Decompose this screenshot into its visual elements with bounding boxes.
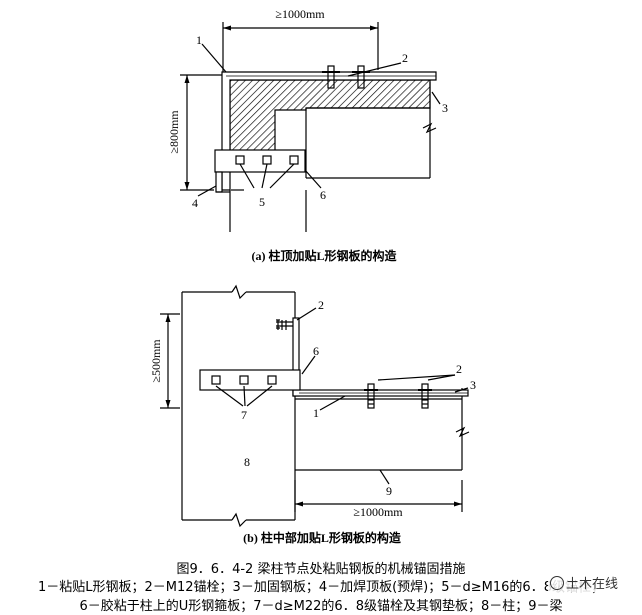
fig-b-label-2-lower: 2 (456, 362, 462, 376)
watermark-logo-icon (550, 576, 564, 590)
watermark-text: 土木在线 (566, 577, 619, 592)
fig-b-label-3: 3 (470, 378, 476, 392)
fig-b-label-8: 8 (244, 455, 250, 469)
fig-b-subtitle: (b) 柱中部加贴L形钢板的构造 (243, 530, 402, 545)
fig-a-label-3: 3 (442, 101, 448, 115)
fig-a-height-dim: ≥800mm (167, 110, 181, 154)
figure-caption-legend-2: 6－胶粘于柱上的U形钢箍板；7－d≥M22的6．8级锚栓及其钢垫板；8－柱；9－… (79, 599, 563, 614)
figure-caption-title: 图9．6．4-2 梁柱节点处粘贴钢板的机械锚固措施 (176, 562, 466, 577)
fig-b-label-7: 7 (241, 408, 247, 422)
figure-b: ≥500mm 2 6 2 3 1 7 8 9 ≥1000mm (b) 柱中部加贴… (149, 284, 476, 545)
figure-a: ≥1000mm ≥800mm 1 2 3 4 5 6 (a) 柱顶加贴L形钢板的… (167, 7, 448, 263)
fig-a-subtitle: (a) 柱顶加贴L形钢板的构造 (252, 248, 398, 263)
fig-a-label-2: 2 (402, 51, 408, 65)
fig-a-width-dim: ≥1000mm (275, 7, 325, 21)
fig-a-label-4: 4 (192, 196, 198, 210)
fig-b-width-dim: ≥1000mm (353, 505, 403, 519)
fig-b-label-9: 9 (386, 484, 392, 498)
fig-b-height-dim: ≥500mm (149, 339, 163, 383)
fig-b-label-2-upper: 2 (318, 298, 324, 312)
fig-b-label-1: 1 (313, 406, 319, 420)
figure-caption-legend-1: 1－粘贴L形钢板；2－M12锚栓；3－加固钢板；4－加焊顶板(预焊)；5－d≥M… (38, 580, 604, 595)
fig-a-label-1: 1 (196, 33, 202, 47)
watermark: 土木在线 (548, 573, 621, 592)
fig-b-label-6: 6 (313, 344, 319, 358)
fig-a-label-5: 5 (259, 195, 265, 209)
fig-a-label-6: 6 (320, 188, 326, 202)
